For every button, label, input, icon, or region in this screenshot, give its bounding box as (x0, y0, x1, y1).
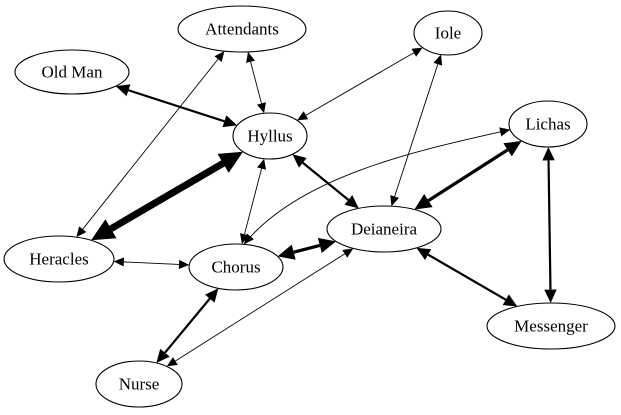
edge-line (244, 168, 262, 235)
arrowhead (411, 47, 423, 57)
node-label: Old Man (42, 63, 103, 82)
arrowhead (246, 51, 256, 63)
edge-deianeira-messenger (416, 247, 518, 307)
arrowhead (115, 84, 131, 97)
node-ellipse (413, 10, 483, 56)
edge-line (123, 261, 180, 265)
edge-line (175, 253, 345, 362)
node-attendants: Attendants (177, 5, 307, 53)
node-label: Heracles (29, 250, 88, 269)
node-chorus: Chorus (188, 243, 284, 291)
arrowhead (217, 151, 244, 173)
edge-line (427, 253, 507, 301)
node-heracles: Heracles (3, 235, 115, 283)
arrowhead (205, 288, 219, 303)
edge-chorus-nurse (156, 288, 219, 363)
arrowhead (292, 154, 307, 168)
edge-oldman-hyllus (115, 84, 238, 128)
node-oldman: Old Man (14, 49, 130, 95)
edge-lichas-chorus (243, 127, 511, 245)
node-iole: Iole (413, 10, 483, 56)
node-hyllus: Hyllus (232, 112, 308, 160)
arrowhead (113, 257, 125, 267)
arrowhead (544, 289, 557, 304)
edge-line (164, 297, 211, 354)
arrowhead (433, 54, 443, 66)
edge-hyllus-deianeira (292, 154, 359, 209)
arrowhead (156, 348, 170, 363)
edge-deianeira-chorus (277, 237, 336, 260)
edge-line (302, 161, 350, 201)
node-ellipse (232, 112, 308, 160)
arrowhead (76, 226, 87, 238)
node-label: Deianeira (351, 220, 418, 239)
edge-line (82, 58, 219, 230)
node-ellipse (188, 243, 284, 291)
node-label: Hyllus (247, 127, 292, 146)
arrowhead (317, 237, 336, 254)
edge-attendants-hyllus (246, 51, 266, 114)
node-label: Attendants (205, 20, 279, 39)
node-ellipse (177, 5, 307, 53)
edge-iole-hyllus (297, 47, 423, 121)
edge-lichas-messenger (542, 146, 557, 304)
edge-heracles-chorus (113, 257, 190, 270)
arrowhead (297, 111, 309, 121)
arrowhead (257, 158, 266, 170)
arrowhead (499, 127, 511, 137)
node-ellipse (486, 302, 616, 350)
arrowhead (390, 195, 399, 207)
edge-line (305, 52, 415, 116)
arrowhead (277, 244, 296, 260)
edge-line (394, 64, 439, 197)
node-ellipse (3, 235, 115, 283)
node-ellipse (95, 360, 183, 408)
edges-layer (76, 47, 557, 367)
edge-line (109, 160, 225, 232)
edge-iole-deianeira (390, 54, 443, 207)
arrowhead (166, 357, 178, 367)
arrowhead (342, 248, 354, 258)
node-messenger: Messenger (486, 302, 616, 350)
node-label: Messenger (514, 317, 588, 336)
node-ellipse (14, 49, 130, 95)
arrowhead (414, 194, 433, 210)
node-label: Chorus (211, 258, 260, 277)
edge-line (243, 129, 511, 245)
node-label: Lichas (525, 115, 570, 134)
node-label: Nurse (119, 375, 160, 394)
node-lichas: Lichas (508, 100, 588, 148)
arrowhead (257, 102, 266, 114)
node-nurse: Nurse (95, 360, 183, 408)
arrowhead (503, 140, 522, 157)
arrowhead (243, 233, 254, 245)
edge-attendants-heracles (76, 51, 225, 238)
edge-lichas-deianeira (414, 140, 522, 210)
edge-line (128, 89, 225, 123)
arrowhead (416, 247, 432, 260)
arrowhead (344, 195, 359, 209)
arrowhead (542, 146, 555, 161)
edge-hyllus-chorus (240, 158, 266, 245)
arrowhead (214, 51, 225, 62)
edge-line (547, 160, 552, 290)
arrowhead (178, 259, 190, 270)
arrowhead (91, 219, 117, 241)
arrowhead (222, 115, 238, 128)
node-label: Iole (435, 24, 461, 43)
edge-line (427, 148, 509, 202)
edge-deianeira-nurse (166, 248, 354, 367)
edge-line (293, 243, 321, 254)
edge-heracles-hyllus (91, 151, 244, 241)
arrowhead (502, 294, 518, 307)
node-deianeira: Deianeira (326, 205, 442, 253)
node-ellipse (326, 205, 442, 253)
node-ellipse (508, 100, 588, 148)
edge-line (250, 61, 262, 104)
